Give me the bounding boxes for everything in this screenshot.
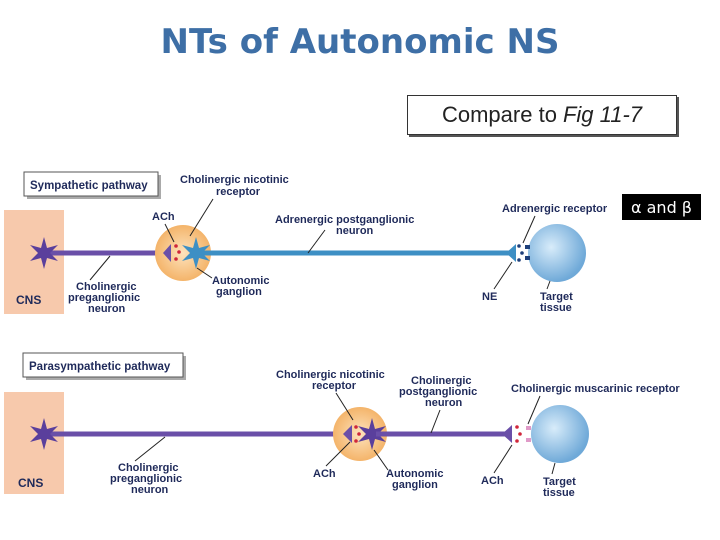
- parasympathetic-preganglionic-label-2: preganglionic: [110, 473, 182, 485]
- leader-line: [373, 449, 389, 471]
- sympathetic-pathway-box: [23, 171, 159, 197]
- muscarinic-receptor-marker: [526, 426, 531, 430]
- leader-line: [325, 441, 351, 467]
- sympathetic-section: CNS Sympathetic pathway Cholinergic nico…: [4, 171, 608, 315]
- parasympathetic-postganglionic-label-3: neuron: [425, 397, 463, 409]
- sympathetic-preganglionic-cell-body: [30, 237, 58, 269]
- nt-dot: [174, 244, 178, 248]
- sympathetic-pathway-label: Sympathetic pathway: [30, 180, 148, 192]
- parasympathetic-pathway-box: [22, 352, 184, 378]
- sympathetic-ne-label: NE: [482, 291, 497, 303]
- parasympathetic-ganglion-label-1: Autonomic: [386, 468, 443, 480]
- slide-title: NTs of Autonomic NS: [160, 22, 560, 62]
- sympathetic-nicotinic-receptor-label-2: receptor: [216, 186, 261, 198]
- sympathetic-preganglionic-terminal: [163, 244, 171, 262]
- leader-line: [335, 392, 354, 421]
- nt-dot: [515, 425, 519, 429]
- sympathetic-target-tissue: [528, 224, 586, 282]
- parasympathetic-pathway-label: Parasympathetic pathway: [29, 361, 171, 373]
- parasympathetic-target-label-2: tissue: [543, 487, 575, 499]
- ne-dot: [517, 258, 521, 262]
- sympathetic-postganglionic-terminal: [506, 244, 516, 262]
- leader-line: [493, 444, 513, 474]
- parasympathetic-preganglionic-cell-body: [30, 418, 58, 450]
- parasympathetic-target-tissue: [531, 405, 589, 463]
- ne-dot: [520, 251, 524, 255]
- leader-line: [551, 462, 556, 475]
- parasympathetic-ganglion-label-2: ganglion: [392, 479, 438, 491]
- adrenergic-receptor-marker: [525, 256, 530, 260]
- parasympathetic-muscarinic-receptor-label: Cholinergic muscarinic receptor: [511, 383, 680, 395]
- parasympathetic-postganglionic-cell-body: [358, 418, 386, 450]
- nt-dot: [174, 257, 178, 261]
- nt-dot: [354, 439, 358, 443]
- muscarinic-receptor-marker: [526, 438, 531, 442]
- sympathetic-preganglionic-label-1: Cholinergic: [76, 281, 137, 293]
- sympathetic-ganglion-label-2: ganglion: [216, 286, 262, 298]
- sympathetic-ach-label: ACh: [152, 211, 175, 223]
- parasympathetic-postganglionic-label-2: postganglionic: [399, 386, 477, 398]
- adrenergic-receptor-marker: [525, 245, 530, 249]
- nt-dot: [518, 432, 522, 436]
- parasympathetic-ach-label-2: ACh: [481, 475, 504, 487]
- cns-region-sympathetic: [4, 210, 64, 314]
- compare-reference-box: Compare to Fig 11-7: [407, 95, 677, 135]
- compare-prefix: Compare to: [441, 102, 557, 127]
- sympathetic-ganglion-label-1: Autonomic: [212, 275, 269, 287]
- sympathetic-target-label-2: tissue: [540, 302, 572, 314]
- sympathetic-preganglionic-label-3: neuron: [88, 303, 126, 315]
- parasympathetic-postganglionic-terminal: [502, 425, 512, 443]
- sympathetic-preganglionic-label-2: preganglionic: [68, 292, 140, 304]
- cns-region-parasympathetic: [4, 392, 64, 494]
- leader-line: [196, 267, 213, 279]
- leader-line: [134, 436, 166, 462]
- leader-line: [164, 223, 175, 243]
- parasympathetic-nicotinic-receptor-label-1: Cholinergic nicotinic: [276, 369, 385, 381]
- leader-line: [527, 395, 541, 425]
- leader-line: [307, 229, 326, 254]
- nt-dot: [357, 432, 361, 436]
- sympathetic-autonomic-ganglion: [155, 225, 211, 281]
- leader-line: [89, 255, 111, 281]
- parasympathetic-ach-label-1: ACh: [313, 468, 336, 480]
- sympathetic-adrenergic-receptor-label: Adrenergic receptor: [502, 203, 608, 215]
- sympathetic-postganglionic-label-1: Adrenergic postganglionic: [275, 214, 414, 226]
- leader-line: [189, 198, 214, 237]
- nt-dot: [515, 439, 519, 443]
- leader-line: [493, 261, 513, 290]
- ne-dot: [517, 244, 521, 248]
- cns-label-parasympathetic: CNS: [18, 476, 43, 490]
- sympathetic-target-label-1: Target: [540, 291, 573, 303]
- parasympathetic-preganglionic-terminal: [343, 425, 352, 443]
- leader-line: [522, 215, 536, 244]
- parasympathetic-postganglionic-label-1: Cholinergic: [411, 375, 472, 387]
- parasympathetic-preganglionic-label-1: Cholinergic: [118, 462, 179, 474]
- parasympathetic-target-label-1: Target: [543, 476, 576, 488]
- sympathetic-nicotinic-receptor-label-1: Cholinergic nicotinic: [180, 174, 289, 186]
- sympathetic-postganglionic-label-2: neuron: [336, 225, 374, 237]
- parasympathetic-nicotinic-receptor-label-2: receptor: [312, 380, 357, 392]
- parasympathetic-section: CNS Parasympathetic pathway Cholinergic …: [4, 352, 680, 499]
- compare-figure-ref: Fig 11-7: [562, 102, 643, 127]
- nt-dot: [177, 250, 181, 254]
- leader-line: [430, 409, 441, 434]
- leader-line: [546, 280, 551, 290]
- cns-label-sympathetic: CNS: [16, 293, 41, 307]
- parasympathetic-preganglionic-label-3: neuron: [131, 484, 169, 496]
- alpha-beta-receptor-note: α and β: [622, 194, 701, 220]
- sympathetic-postganglionic-cell-body: [182, 237, 210, 269]
- nt-dot: [354, 425, 358, 429]
